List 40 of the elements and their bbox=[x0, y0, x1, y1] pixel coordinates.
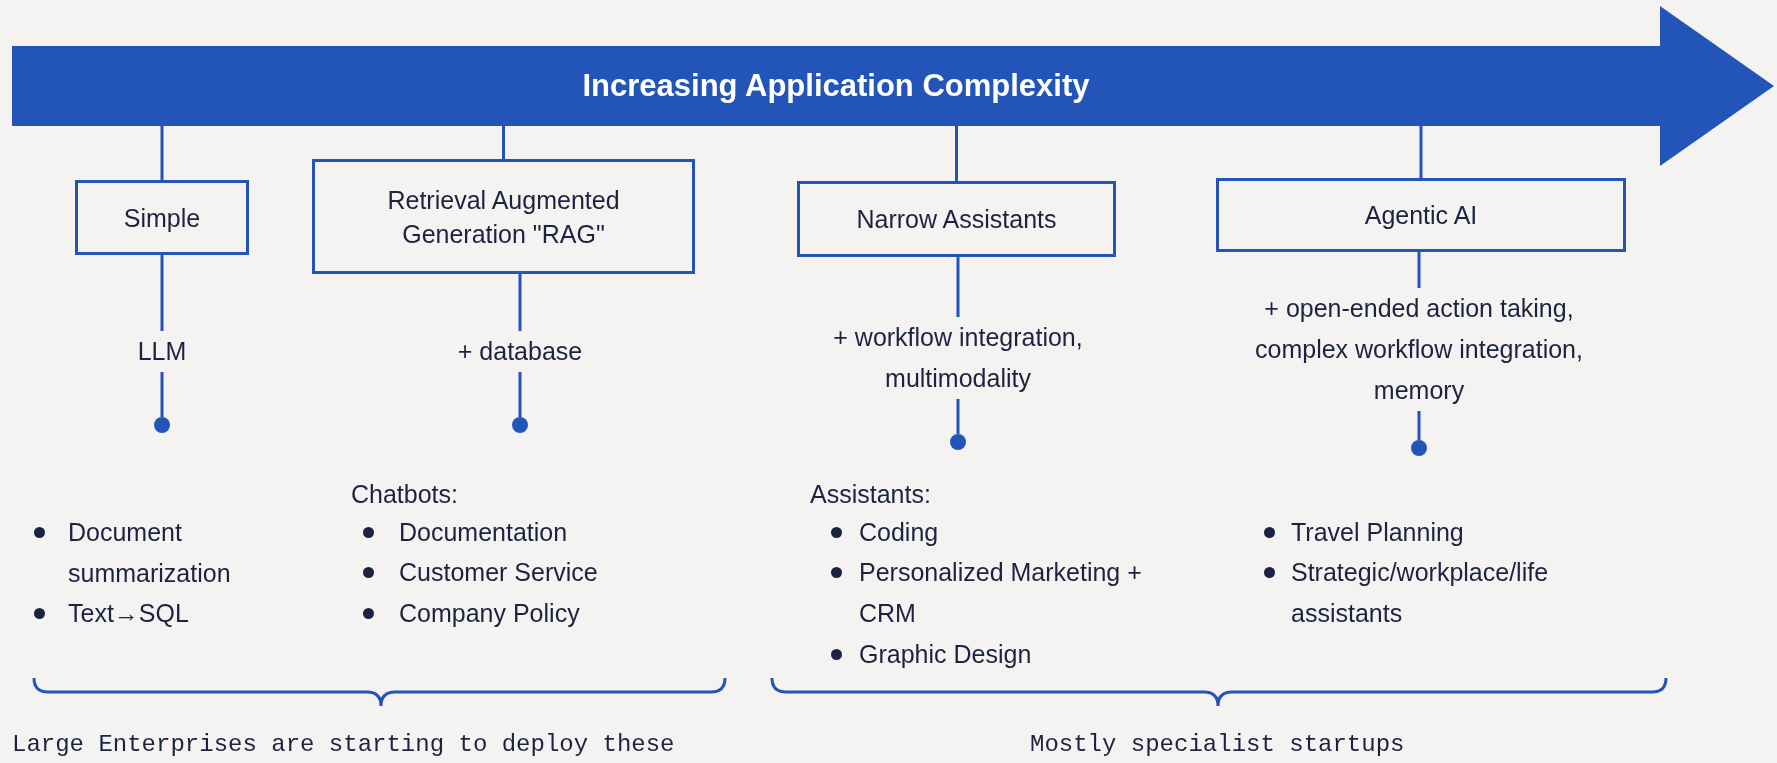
connector-line bbox=[956, 257, 960, 317]
list-item: Company Policy bbox=[399, 598, 581, 629]
component-text: + database bbox=[420, 331, 620, 372]
list-heading: Chatbots: bbox=[351, 479, 459, 510]
dot-marker bbox=[512, 417, 528, 433]
connector-line bbox=[1417, 252, 1421, 288]
footnote-text: Large Enterprises are starting to deploy these bbox=[12, 730, 675, 760]
connector-line bbox=[956, 399, 960, 434]
connector-line bbox=[160, 372, 164, 417]
dot-marker bbox=[154, 417, 170, 433]
connector-line bbox=[1417, 411, 1421, 440]
connector-line bbox=[955, 126, 958, 181]
component-text: LLM bbox=[92, 331, 232, 372]
component-text: + workflow integration, multimodality bbox=[808, 317, 1108, 399]
connector-line bbox=[518, 372, 522, 417]
dot-marker bbox=[1411, 440, 1427, 456]
stage-box: Simple bbox=[75, 180, 249, 255]
connector-line bbox=[1419, 126, 1423, 178]
list-item: Coding bbox=[859, 517, 940, 548]
list-item: Graphic Design bbox=[859, 639, 1033, 670]
banner-title: Increasing Application Complexity bbox=[581, 67, 1091, 105]
connector-line bbox=[160, 126, 164, 180]
list-item: Document summarization bbox=[68, 517, 232, 589]
stage-box: Narrow Assistants bbox=[797, 181, 1116, 257]
list-item: Personalized Marketing + CRM bbox=[859, 557, 1143, 629]
connector-line bbox=[502, 126, 505, 159]
list-heading: Assistants: bbox=[810, 479, 932, 510]
connector-line bbox=[160, 255, 164, 331]
stage-box: Agentic AI bbox=[1216, 178, 1626, 252]
dot-marker bbox=[950, 434, 966, 450]
list-item: Strategic/workplace/life assistants bbox=[1291, 557, 1550, 629]
component-text: + open-ended action taking, complex workflow integration, memory bbox=[1229, 288, 1609, 411]
footnote-text: Mostly specialist startups bbox=[1030, 730, 1405, 760]
list-item: Customer Service bbox=[399, 557, 599, 588]
arrow-banner bbox=[12, 6, 1774, 166]
list-item: Text→SQL bbox=[68, 598, 190, 629]
stage-box: Retrieval Augmented Generation "RAG" bbox=[312, 159, 695, 274]
connector-line bbox=[518, 274, 522, 331]
list-item: Documentation bbox=[399, 517, 569, 548]
list-item: Travel Planning bbox=[1291, 517, 1465, 548]
